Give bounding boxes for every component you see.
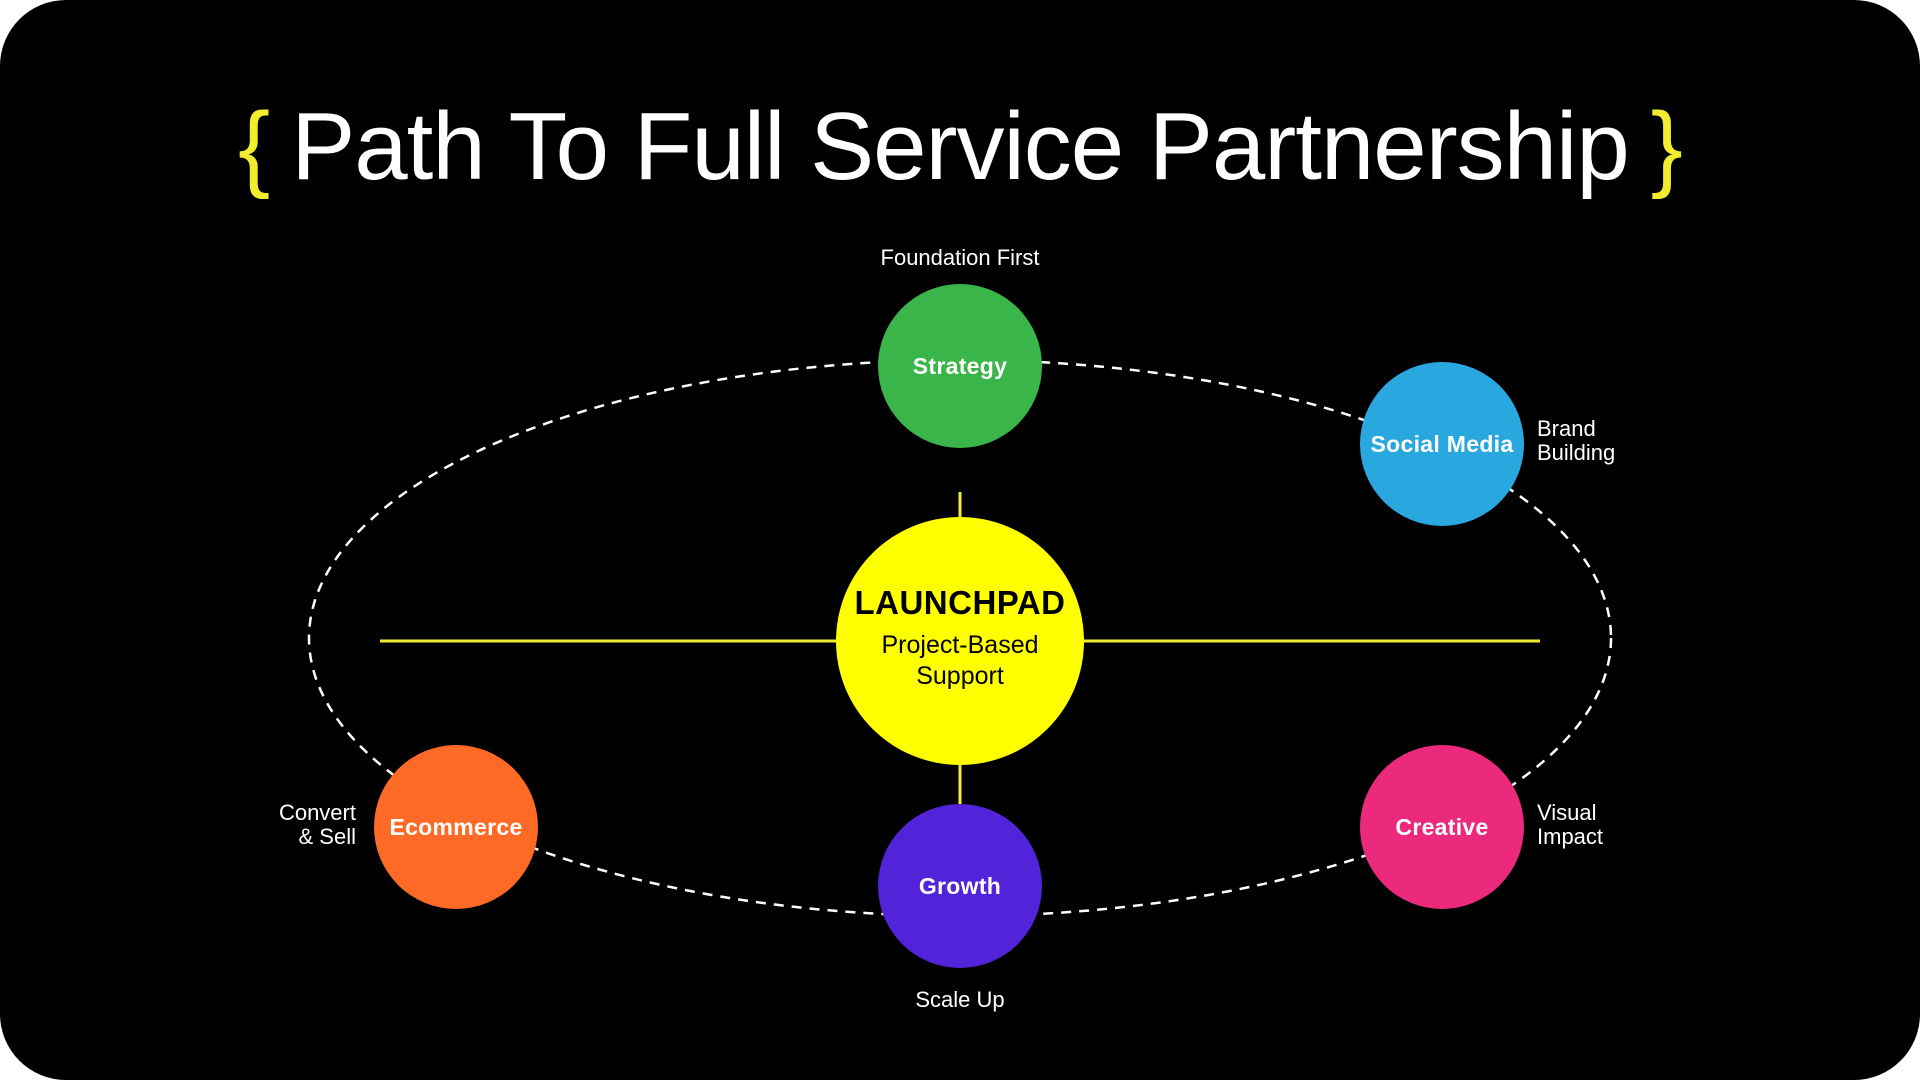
caption-social-media: Brand Building — [1537, 417, 1615, 465]
title-text: Path To Full Service Partnership — [291, 93, 1630, 200]
caption-social-media-line-1: Brand — [1537, 416, 1596, 441]
node-strategy[interactable]: Strategy — [878, 284, 1042, 448]
caption-growth-line: Scale Up — [915, 987, 1005, 1012]
node-social-media-label: Social Media — [1370, 430, 1514, 457]
node-creative-label: Creative — [1395, 813, 1489, 840]
launchpad-subtitle: Project-Based Support — [881, 631, 1039, 690]
caption-social-media-line-2: Building — [1537, 440, 1616, 465]
launchpad-hub: LAUNCHPAD Project-Based Support — [836, 517, 1084, 765]
node-strategy-label: Strategy — [912, 352, 1008, 379]
node-growth-label: Growth — [918, 872, 1002, 899]
node-growth[interactable]: Growth — [878, 804, 1042, 968]
node-ecommerce[interactable]: Ecommerce — [374, 745, 538, 909]
node-creative[interactable]: Creative — [1360, 745, 1524, 909]
page-title: {Path To Full Service Partnership} — [0, 92, 1920, 202]
caption-ecommerce: Convert & Sell — [200, 801, 356, 849]
caption-ecommerce-line-2: & Sell — [298, 824, 356, 849]
launchpad-title: LAUNCHPAD — [854, 584, 1066, 621]
title-close-brace: } — [1650, 93, 1683, 200]
caption-ecommerce-line-1: Convert — [278, 800, 356, 825]
caption-strategy: Foundation First — [760, 246, 1160, 270]
caption-strategy-line: Foundation First — [880, 245, 1040, 270]
caption-creative-line-1: Visual — [1537, 800, 1597, 825]
caption-creative-line-2: Impact — [1537, 824, 1604, 849]
title-open-brace: { — [238, 93, 270, 200]
node-ecommerce-label: Ecommerce — [389, 813, 523, 840]
node-social-media[interactable]: Social Media — [1360, 362, 1524, 526]
caption-growth: Scale Up — [760, 988, 1160, 1012]
caption-creative: Visual Impact — [1537, 801, 1603, 849]
